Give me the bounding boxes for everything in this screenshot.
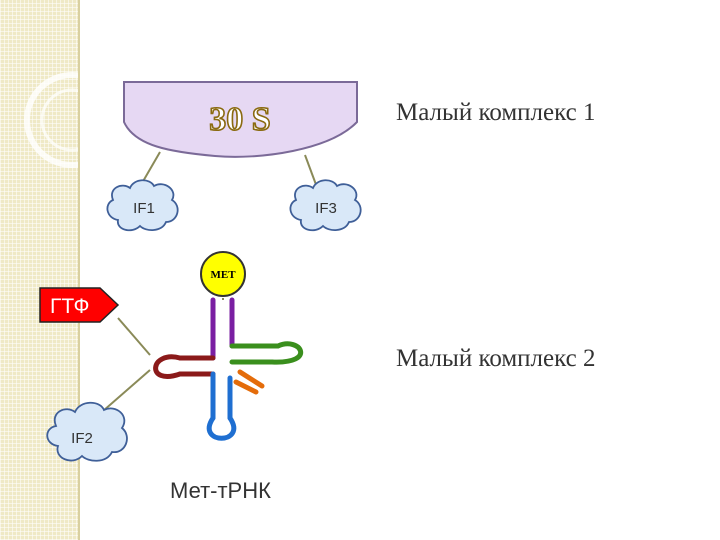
trna-variable-arm bbox=[233, 369, 265, 395]
trna-d-arm bbox=[177, 355, 216, 377]
if1-cloud: IF1 bbox=[106, 179, 179, 232]
if2-label: IF2 bbox=[71, 430, 93, 447]
ribosome-30s-subunit bbox=[123, 81, 358, 158]
met-label: МЕТ bbox=[210, 269, 236, 281]
connector-gtp-trna bbox=[117, 317, 151, 356]
trna-anticodon-loop bbox=[206, 415, 237, 441]
if3-label: IF3 bbox=[315, 200, 337, 217]
trna-d-loop bbox=[153, 354, 183, 379]
gtp-label: ГТФ bbox=[50, 295, 89, 318]
if3-cloud: IF3 bbox=[289, 179, 362, 232]
trna-t-arm bbox=[229, 343, 281, 365]
gtp-arrow: ГТФ bbox=[39, 287, 120, 323]
if1-label: IF1 bbox=[133, 200, 155, 217]
slide-divider bbox=[78, 0, 80, 540]
trna-anticodon-stem bbox=[210, 371, 233, 421]
met-trna-label: Мет-тРНК bbox=[170, 478, 271, 503]
trna-t-loop bbox=[269, 341, 304, 365]
complex1-caption: Малый комплекс 1 bbox=[396, 99, 596, 126]
if2-cloud: IF2 bbox=[46, 401, 128, 462]
decorative-side-strip bbox=[0, 0, 78, 540]
met-amino-acid: МЕТ bbox=[200, 251, 246, 297]
complex2-caption: Малый комплекс 2 bbox=[396, 345, 596, 372]
decorative-swirl-icon bbox=[24, 72, 78, 168]
ribosome-label: 30 S bbox=[209, 101, 270, 138]
met-trna-structure bbox=[153, 297, 304, 441]
